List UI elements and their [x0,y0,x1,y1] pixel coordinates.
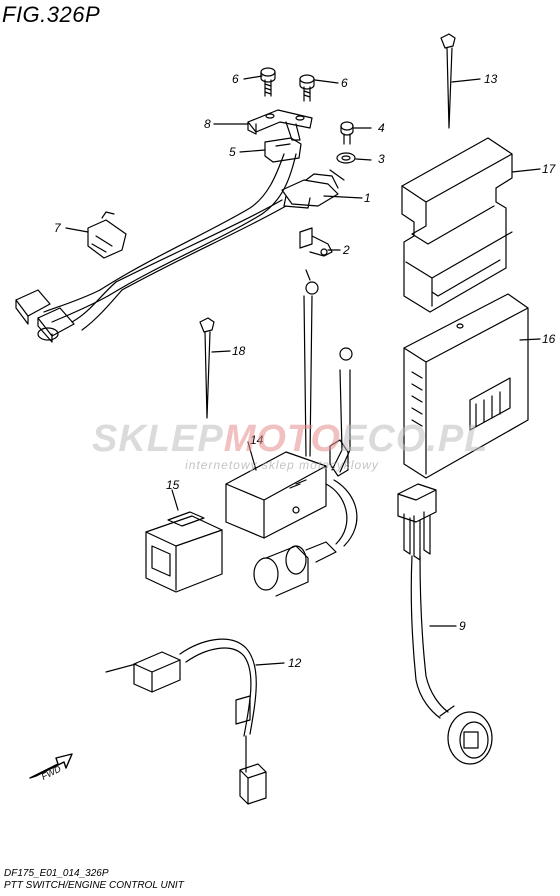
leader-1 [323,195,363,199]
footer-caption: PTT SWITCH/ENGINE CONTROL UNIT [4,880,184,891]
washer-3 [336,152,356,164]
screw-6-left [260,67,276,97]
callout-14: 14 [250,433,264,447]
harness-9 [397,483,493,765]
cap-15 [145,511,223,593]
leader-18 [211,350,231,353]
leader-7 [65,227,89,233]
relay-14 [225,451,327,539]
relay-cables [303,269,358,547]
callout-6b: 6 [341,76,348,90]
footer-code: DF175_E01_014_326P [4,868,109,879]
leader-5 [239,149,266,153]
harness-connectors [15,289,75,343]
leader-14 [247,441,257,471]
sensor-2 [299,227,333,257]
cable-tie-18 [199,317,215,419]
leader-15 [171,489,179,511]
leader-13 [451,78,481,83]
callout-2: 2 [342,243,350,257]
callout-13: 13 [484,72,498,86]
callout-3: 3 [378,152,385,166]
screw-4 [340,121,354,145]
harness-12 [105,638,267,805]
footer: DF175_E01_014_326P PTT SWITCH/ENGINE CON… [4,868,184,892]
clamp-5 [264,137,302,163]
fwd-label: FWD [40,763,63,781]
ecu-16 [403,293,529,479]
leader-6a [243,75,263,80]
cover-17 [401,137,513,313]
leader-6b [314,79,339,84]
callout-9: 9 [459,619,466,633]
fwd-arrow-icon [29,753,73,779]
callout-17: 17 [542,162,557,176]
leader-17 [511,168,541,173]
clip-7 [87,211,127,259]
callout-18: 18 [232,344,246,358]
callout-16: 16 [542,332,556,346]
leader-12 [255,662,285,666]
callout-6a: 6 [232,72,239,86]
callout-15: 15 [166,478,180,492]
bracket-8 [247,109,313,141]
leader-16 [519,338,541,341]
switch-harness [43,153,297,331]
callout-1: 1 [364,191,371,205]
cable-tie-13 [440,33,456,129]
callout-12: 12 [288,656,302,670]
callout-8: 8 [204,117,211,131]
callout-4: 4 [378,121,385,135]
figure-title: FIG.326P [2,2,101,27]
callout-7: 7 [54,221,62,235]
callout-5: 5 [229,145,236,159]
relay-round-connector [253,541,337,597]
leader-3 [355,158,372,161]
ptt-switch-1 [281,169,345,209]
screw-6-right [299,74,315,102]
